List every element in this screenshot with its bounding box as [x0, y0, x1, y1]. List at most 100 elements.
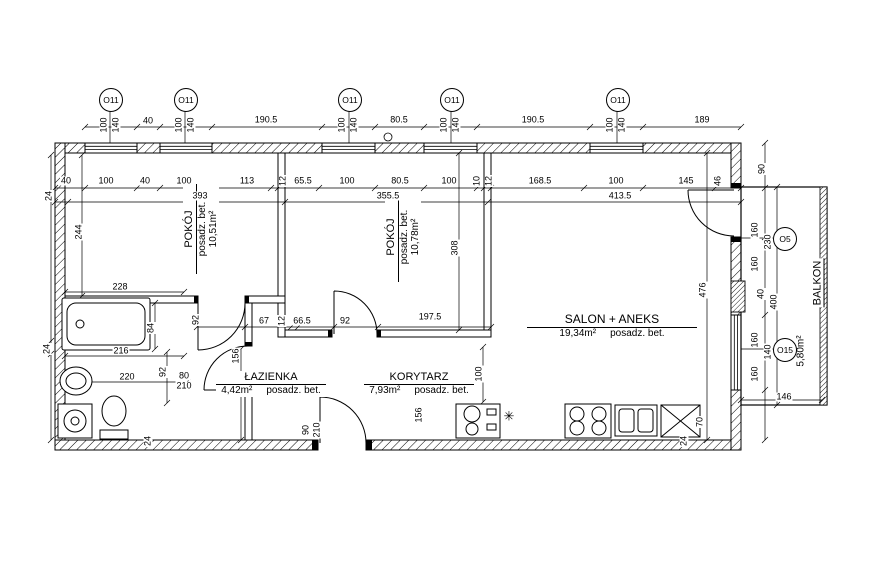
dimension-label: 24 — [142, 434, 153, 448]
dimension-label: 80 — [177, 370, 191, 381]
balcony-door — [687, 189, 735, 237]
window-marker: O11 — [606, 88, 630, 112]
dimension-label: 140 — [616, 116, 627, 134]
washbasin — [59, 366, 93, 396]
room-area: 10,78m² — [410, 218, 422, 256]
dimension-label: 476 — [697, 281, 708, 299]
dimension-label: 24 — [678, 434, 689, 448]
dimension-label: 355.5 — [375, 190, 401, 201]
dimension-label: 24 — [43, 189, 54, 203]
room-label-korytarz: KORYTARZ 7,93m² posadz. bet. — [364, 371, 474, 397]
room-label-salon: SALON + ANEKS 19,34m² posadz. bet. — [527, 312, 697, 340]
dimension-label: 140 — [185, 116, 196, 134]
dimension-label: 210 — [175, 380, 193, 391]
room-floor: posadz. bet. — [610, 327, 665, 339]
room-label-pokoj-2: POKÓJ posadz. bet. 10,78m² — [385, 192, 421, 282]
dimension-label: 92 — [190, 313, 201, 327]
dimension-label: 92 — [157, 365, 168, 379]
dimension-label: 65.5 — [293, 175, 313, 186]
entrance-door — [319, 396, 367, 444]
bathtub — [61, 297, 151, 351]
dimension-label: 140 — [348, 116, 359, 134]
dimension-label: 100 — [438, 116, 449, 134]
dimension-label: 146 — [775, 391, 793, 402]
dimension-label: 40 — [138, 175, 152, 186]
dimension-label: 216 — [112, 345, 130, 356]
dimension-label: 10 — [471, 174, 482, 188]
room1-door — [197, 302, 246, 351]
dimension-label: 100 — [175, 175, 193, 186]
dimension-label: 90 — [300, 423, 311, 437]
room-label-lazienka: ŁAZIENKA 4,42m² posadz. bet. — [216, 371, 326, 397]
dimension-label: 100 — [97, 175, 115, 186]
dimension-label: 210 — [311, 421, 322, 439]
washing-machine — [57, 403, 93, 439]
kitchen-double-sink — [614, 404, 658, 437]
dimension-label: 100 — [338, 175, 356, 186]
kitchen-sink-unit — [455, 403, 501, 439]
dimension-label: 67 — [257, 315, 271, 326]
marker-leader-lines — [109, 110, 773, 350]
room-name: ŁAZIENKA — [216, 371, 326, 385]
dimension-label: 400 — [768, 293, 779, 311]
room-name: POKÓJ — [385, 192, 399, 282]
dimension-label: 100 — [473, 365, 484, 383]
room-name: KORYTARZ — [364, 371, 474, 385]
dimension-label: 140 — [110, 116, 121, 134]
fridge — [660, 404, 701, 438]
room2-door — [333, 290, 378, 335]
dimension-label: 12 — [276, 314, 287, 328]
dimension-label: 24 — [41, 342, 52, 356]
dimension-label: 100 — [607, 175, 625, 186]
window-marker: O15 — [773, 338, 797, 362]
window-marker: O5 — [773, 227, 797, 251]
dimension-label: 190.5 — [520, 114, 546, 125]
dimension-label: 140 — [762, 343, 773, 361]
window-marker: O11 — [338, 88, 362, 112]
window-marker: O11 — [99, 88, 123, 112]
dimension-label: 190.5 — [253, 114, 279, 125]
gas-point-icon: ✳ — [503, 408, 515, 424]
dimension-label: 46 — [712, 174, 723, 188]
dimension-label: 413.5 — [607, 190, 633, 201]
dimension-label: 100 — [336, 116, 347, 134]
dimension-label: 220 — [118, 371, 136, 382]
dimension-label: 156 — [230, 347, 241, 365]
dimension-label: 160 — [749, 221, 760, 239]
dimension-label: 90 — [756, 162, 767, 176]
room-floor: posadz. bet. — [398, 209, 410, 265]
dimension-label: 70 — [694, 415, 705, 429]
interior-walls — [64, 152, 492, 441]
dimension-label: 160 — [749, 365, 760, 383]
dimension-label: 40 — [755, 287, 766, 301]
dimension-label: 100 — [98, 116, 109, 134]
dimension-label: 393 — [191, 190, 209, 201]
balkon-area: 5,80m² — [795, 333, 807, 369]
dimension-label: 197.5 — [417, 311, 443, 322]
dimension-label: 66.5 — [292, 315, 312, 326]
dimension-label: 160 — [749, 255, 760, 273]
room-name: SALON + ANEKS — [527, 312, 697, 328]
dimension-label: 308 — [449, 239, 460, 257]
window-symbols — [84, 142, 742, 391]
dimension-label: 228 — [111, 281, 129, 292]
room-floor: posadz. bet. — [414, 384, 469, 396]
dimension-label: 40 — [141, 115, 155, 126]
dimension-label: 244 — [73, 223, 84, 241]
window-marker: O11 — [174, 88, 198, 112]
stove — [564, 403, 612, 439]
room-area: 19,34m² — [559, 327, 597, 339]
wall-marker-circle — [383, 132, 393, 142]
dimension-label: 230 — [762, 233, 773, 251]
window-marker: O11 — [440, 88, 464, 112]
dimension-label: 80.5 — [389, 114, 409, 125]
toilet — [99, 395, 129, 440]
dimension-label: 156 — [413, 406, 424, 424]
room-area: 7,93m² — [369, 384, 401, 396]
dimension-label: 92 — [338, 315, 352, 326]
radiator — [730, 280, 746, 313]
dimension-label: 100 — [173, 116, 184, 134]
dimension-label: 84 — [145, 321, 156, 335]
